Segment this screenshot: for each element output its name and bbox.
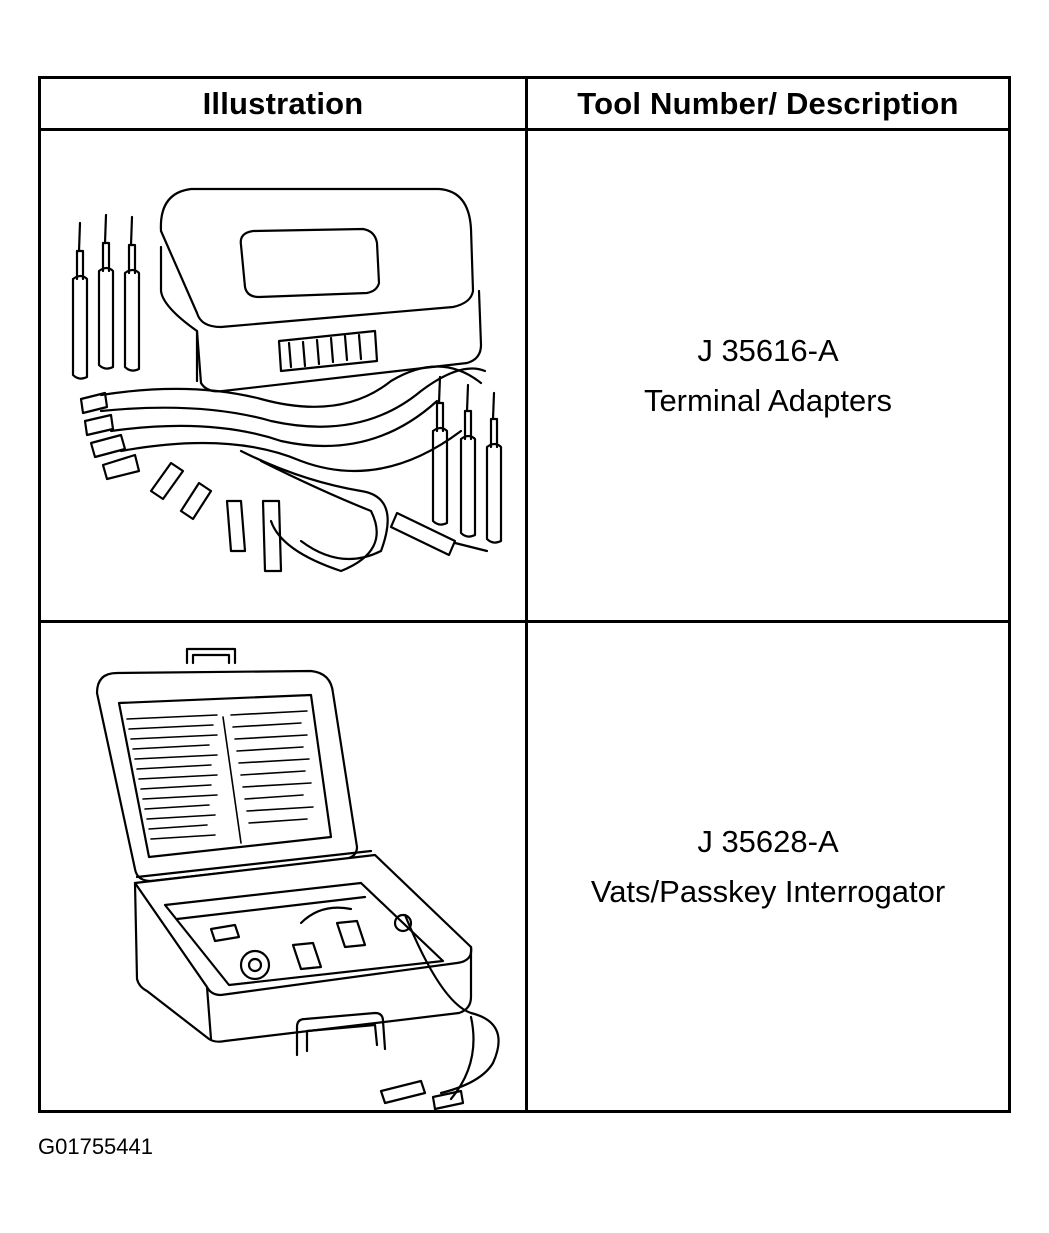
terminal-adapters-kit-icon: [71, 187, 503, 573]
figure-id: G01755441: [38, 1134, 153, 1159]
tool-table: Illustration Tool Number/ Description: [38, 76, 1011, 1113]
illustration-cell: [41, 623, 525, 1110]
probe-set-left: [71, 213, 141, 380]
header-tool-number-description: Tool Number/ Description: [577, 85, 959, 121]
vats-passkey-interrogator-case-icon: [95, 647, 500, 1110]
tool-number: J 35628-A: [697, 823, 839, 859]
illustration-cell: [41, 131, 525, 620]
table-row: J 35616-A Terminal Adapters: [41, 131, 1008, 623]
column-divider: [525, 79, 528, 1110]
table-header-row: Illustration Tool Number/ Description: [41, 79, 1008, 131]
description-cell: J 35616-A Terminal Adapters: [528, 131, 1008, 620]
plug-connectors: [79, 391, 283, 573]
tool-description: Terminal Adapters: [643, 382, 893, 418]
probe-set-right: [389, 375, 503, 557]
tool-number: J 35616-A: [697, 332, 839, 368]
description-cell: J 35628-A Vats/Passkey Interrogator: [528, 623, 1008, 1110]
table-row: J 35628-A Vats/Passkey Interrogator: [41, 623, 1008, 1110]
tool-description: Vats/Passkey Interrogator: [590, 873, 946, 909]
header-illustration: Illustration: [202, 85, 364, 121]
